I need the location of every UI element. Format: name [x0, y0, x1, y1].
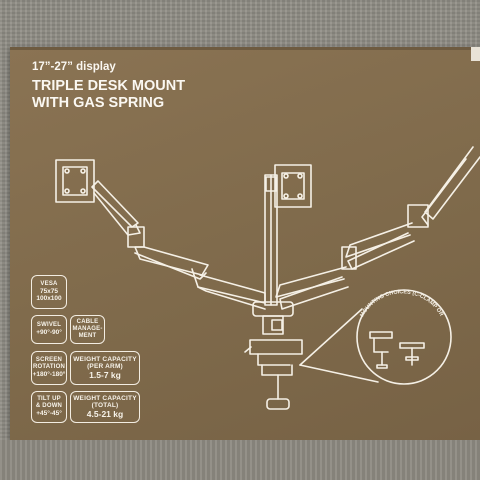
title-line-1: TRIPLE DESK MOUNT [32, 78, 186, 94]
vesa-value-2: 100x100 [36, 295, 62, 303]
cable-label-3: MENT [78, 332, 97, 339]
tilt-badge: TILT UP & DOWN +45°-45° [31, 391, 67, 423]
base-clamp [244, 301, 303, 410]
vesa-label: VESA [40, 281, 58, 288]
weight-total-label-1: WEIGHT CAPACITY [73, 394, 137, 402]
grommet-icon [399, 342, 425, 366]
left-arm [55, 159, 266, 310]
product-box: 17”-27” display TRIPLE DESK MOUNT WITH G… [10, 47, 480, 440]
tilt-value: +45°-45° [36, 410, 62, 418]
mount-illustration: MOUNTING CHOICES (C-CLAMP OR GROMMET) [10, 47, 480, 410]
floor-carpet [0, 440, 480, 480]
callout-text: MOUNTING CHOICES (C-CLAMP OR GROMMET) [10, 47, 445, 319]
weight-arm-label-1: WEIGHT CAPACITY [73, 355, 137, 363]
box-top-edge [10, 47, 480, 50]
rotation-label-2: ROTATION [32, 364, 66, 371]
rotation-label-1: SCREEN [35, 357, 63, 364]
c-clamp-icon [369, 331, 393, 369]
display-size-label: 17”-27” display [32, 61, 116, 73]
brand-logo-corner [471, 47, 480, 61]
cable-label-1: CABLE [76, 319, 99, 326]
weight-arm-label-2: (PER ARM) [87, 363, 123, 371]
screen-rotation-badge: SCREEN ROTATION +180°-180° [31, 351, 67, 385]
tilt-label-2: & DOWN [35, 403, 63, 410]
callout-text-path: MOUNTING CHOICES (C-CLAMP OR GROMMET) [10, 47, 445, 319]
weight-per-arm-badge: WEIGHT CAPACITY (PER ARM) 1.5-7 kg [70, 351, 140, 385]
weight-total-value: 4.5-21 kg [86, 408, 124, 419]
swivel-label: SWIVEL [36, 322, 62, 329]
title-line-2: WITH GAS SPRING [32, 95, 165, 111]
weight-total-label-2: (TOTAL) [91, 402, 119, 410]
weight-total-badge: WEIGHT CAPACITY (TOTAL) 4.5-21 kg [70, 391, 140, 423]
cable-management-badge: CABLE MANAGE- MENT [70, 315, 105, 344]
vesa-badge: VESA 75x75 100x100 [31, 275, 67, 309]
vesa-value-1: 75x75 [39, 287, 59, 295]
swivel-badge: SWIVEL +90°-90° [31, 315, 67, 344]
tilt-label-1: TILT UP [37, 396, 61, 403]
center-vesa-plate-icon [265, 164, 312, 208]
rotation-value: +180°-180° [32, 371, 66, 379]
cable-label-2: MANAGE- [72, 326, 103, 333]
product-title: TRIPLE DESK MOUNT WITH GAS SPRING [32, 78, 262, 112]
weight-arm-value: 1.5-7 kg [89, 369, 121, 380]
right-arm [275, 146, 480, 310]
center-pole [264, 174, 278, 306]
mounting-choices-callout [299, 289, 452, 385]
swivel-value: +90°-90° [36, 329, 62, 337]
